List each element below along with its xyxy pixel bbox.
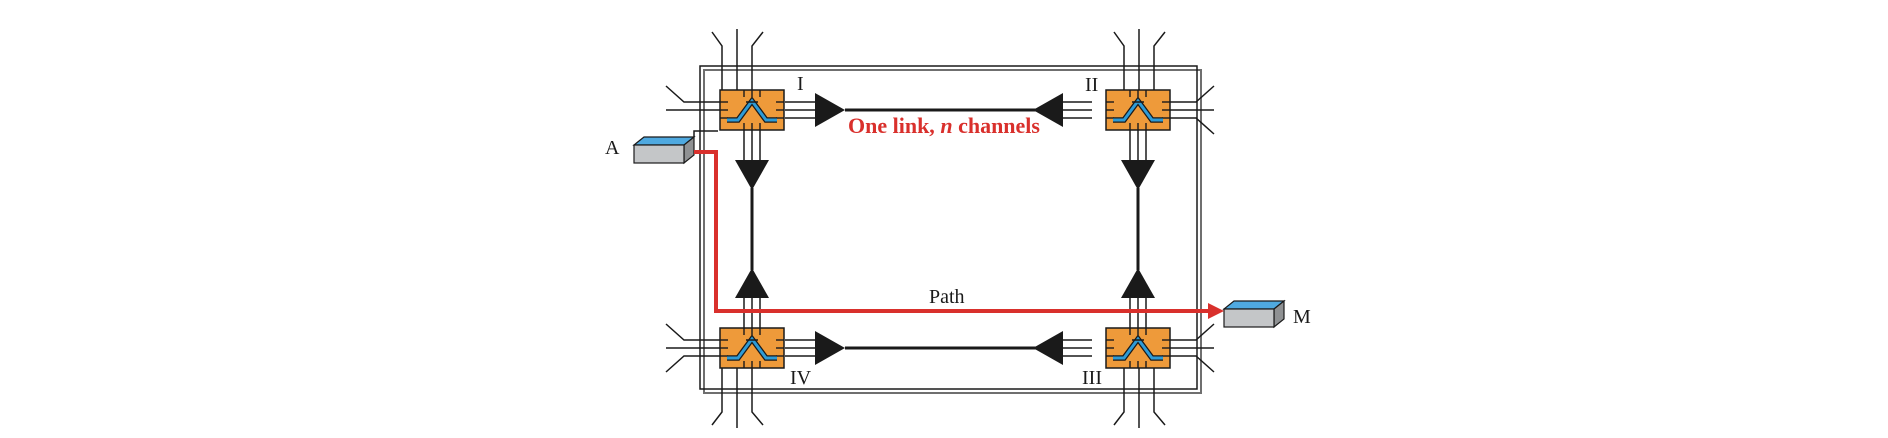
arrow-head <box>1121 160 1155 190</box>
arrow-head <box>815 331 845 365</box>
link-II-III <box>1129 130 1147 328</box>
lightpath-arrow-head <box>1208 303 1224 319</box>
link-I-II <box>785 101 1092 119</box>
node-label-III: III <box>1082 367 1102 389</box>
arrow-head <box>735 160 769 190</box>
link-annotation: One link, n channels <box>848 113 1040 138</box>
switch-node-I <box>720 90 784 130</box>
device-M <box>1223 300 1285 328</box>
lightpath <box>694 150 1210 313</box>
link-annotation-var: n <box>940 113 952 138</box>
node-label-IV: IV <box>790 367 812 389</box>
network-frame-shadow <box>703 69 1202 394</box>
link-IV-III <box>785 339 1092 357</box>
link-annotation-suffix: channels <box>953 113 1041 138</box>
device-A <box>633 136 695 164</box>
switch-node-III <box>1106 328 1170 368</box>
endpoint-label-M: M <box>1293 306 1311 328</box>
arrow-head <box>815 93 845 127</box>
switch-node-IV <box>720 328 784 368</box>
node-label-II: II <box>1085 74 1098 96</box>
link-annotation-prefix: One link, <box>848 113 940 138</box>
arrow-head <box>1033 93 1063 127</box>
fiber-stubs <box>665 29 1215 428</box>
arrow-head <box>1033 331 1063 365</box>
device-A-link <box>693 130 718 137</box>
arrow-head <box>1121 268 1155 298</box>
node-label-I: I <box>797 73 804 95</box>
links <box>735 93 1155 365</box>
path-label: Path <box>929 286 965 308</box>
network-frame <box>699 65 1198 390</box>
link-I-IV <box>743 130 761 328</box>
arrow-head <box>735 268 769 298</box>
endpoint-label-A: A <box>605 137 620 159</box>
switch-node-II <box>1106 90 1170 130</box>
